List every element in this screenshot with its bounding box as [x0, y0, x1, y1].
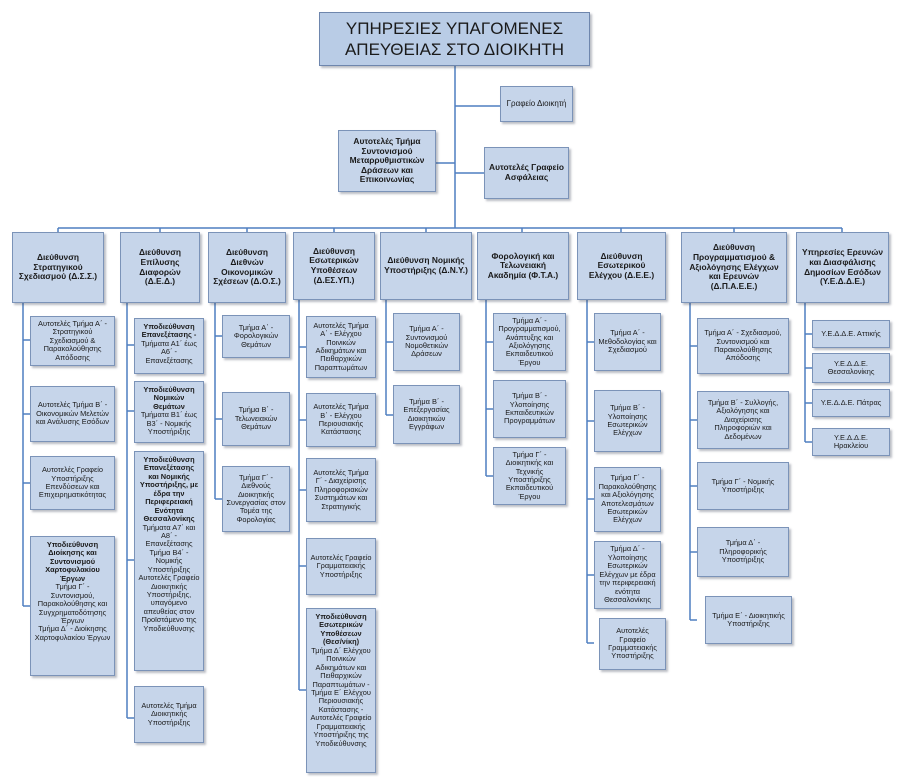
unit-yedde-heraklion: Υ.Ε.Δ.Δ.Ε. Ηρακλείου: [812, 428, 890, 456]
unit-desyp-thess-e: Τμήμα Ε΄ Ελέγχου Περιουσιακής Κατάστασης…: [311, 687, 371, 714]
unit-dpaee-d: Τμήμα Δ΄ - Πληροφορικής Υποστήριξης: [697, 527, 789, 577]
unit-dss-subdirectorate: Υποδιεύθυνση Διοίκησης και Συντονισμού Χ…: [30, 536, 115, 676]
unit-ded-thessaloniki: Υποδιεύθυνση Επανεξέτασης και Νομικής Υπ…: [134, 451, 204, 671]
directorate-internal-audit: Διεύθυνση Εσωτερικού Ελέγχου (Δ.Ε.Ε.): [577, 232, 666, 300]
unit-desyp-thessaloniki: Υποδιεύθυνση Εσωτερικών Υποθέσεων (Θεσ/ν…: [306, 608, 376, 773]
revenue-investigation-services: Υπηρεσίες Ερευνών και Διασφάλισης Δημοσί…: [796, 232, 889, 303]
directorate-internal-affairs: Διεύθυνση Εσωτερικών Υποθέσεων (Δ.ΕΣ.ΥΠ.…: [293, 232, 375, 300]
unit-yedde-attica: Υ.Ε.Δ.Δ.Ε. Αττικής: [812, 320, 890, 348]
unit-dee-b: Τμήμα Β΄ - Υλοποίησης Εσωτερικών Ελέγχων: [594, 390, 661, 452]
unit-yedde-patras: Υ.Ε.Δ.Δ.Ε. Πάτρας: [812, 389, 890, 417]
directorate-strategic-planning: Διεύθυνση Στρατηγικού Σχεδιασμού (Δ.Σ.Σ.…: [12, 232, 104, 303]
tax-customs-academy: Φορολογική και Τελωνειακή Ακαδημία (Φ.Τ.…: [477, 232, 569, 300]
unit-dee-d: Τμήμα Δ΄ - Υλοποίησης Εσωτερικών Ελέγχων…: [594, 541, 661, 609]
unit-desyp-thess-title: Υποδιεύθυνση Εσωτερικών Υποθέσεων (Θεσ/ν…: [315, 612, 367, 647]
unit-dos-a: Τμήμα Α΄ - Φορολογικών Θεμάτων: [222, 315, 290, 358]
unit-ded-legal: Υποδιεύθυνση Νομικών Θεμάτων Τμήματα Β1΄…: [134, 381, 204, 443]
unit-dee-office: Αυτοτελές Γραφείο Γραμματειακής Υποστήρι…: [599, 618, 666, 670]
unit-ded-review: Υποδιεύθυνση Επανεξέτασης - Τμήματα Α1΄ …: [134, 318, 204, 374]
unit-dss-sub-title: Υποδιεύθυνση Διοίκησης και Συντονισμού Χ…: [45, 540, 100, 583]
unit-yedde-thessaloniki: Υ.Ε.Δ.Δ.Ε. Θεσσαλονίκης: [812, 353, 890, 383]
unit-dss-a: Αυτοτελές Τμήμα Α΄ - Στρατηγικού Σχεδιασ…: [30, 316, 115, 366]
directorate-audit-planning: Διεύθυνση Προγραμματισμού & Αξιολόγησης …: [681, 232, 787, 303]
unit-ded-thess-b: Τμήμα Β4΄ - Νομικής Υποστήριξης: [147, 547, 191, 574]
unit-dss-sub-c: Τμήμα Γ΄ - Συντονισμού, Παρακολούθησης κ…: [37, 582, 108, 625]
unit-desyp-a: Αυτοτελές Τμήμα Α΄ - Ελέγχου Ποινικών Αδ…: [306, 316, 376, 378]
unit-desyp-b: Αυτοτελές Τμήμα Β΄ - Ελέγχου Περιουσιακή…: [306, 393, 376, 447]
unit-fta-c: Τμήμα Γ΄ - Διοικητικής και Τεχνικής Υποσ…: [493, 447, 566, 505]
unit-dee-c: Τμήμα Γ΄ - Παρακολούθησης και Αξιολόγηση…: [594, 467, 661, 532]
unit-dny-b: Τμήμα Β΄ - Επεξεργασίας Διοικητικών Εγγρ…: [393, 385, 460, 444]
unit-dss-sub-d: Τμήμα Δ΄ - Διοίκησης Χαρτοφυλακίου Έργων: [34, 624, 111, 642]
unit-ded-thess-title: Υποδιεύθυνση Επανεξέτασης και Νομικής Υπ…: [139, 455, 199, 524]
unit-dos-c: Τμήμα Γ΄ - Διεθνούς Διοικητικής Συνεργασ…: [222, 466, 290, 532]
unit-desyp-office: Αυτοτελές Γραφείο Γραμματειακής Υποστήρι…: [306, 538, 376, 595]
top-governor-services: ΥΠΗΡΕΣΙΕΣ ΥΠΑΓΟΜΕΝΕΣ ΑΠΕΥΘΕΙΑΣ ΣΤΟ ΔΙΟΙΚ…: [319, 12, 590, 66]
unit-ded-legal-title: Υποδιεύθυνση Νομικών Θεμάτων: [143, 385, 195, 411]
unit-fta-b: Τμήμα Β΄ - Υλοποίησης Εκπαιδευτικών Προγ…: [493, 380, 566, 438]
unit-ded-review-depts: Τμήματα Α1΄ έως Α6΄ - Επανεξέτασης: [141, 338, 197, 365]
unit-dos-b: Τμήμα Β΄ - Τελωνειακών Θεμάτων: [222, 392, 290, 446]
reform-coordination-unit: Αυτοτελές Τμήμα Συντονισμού Μεταρρυθμιστ…: [338, 130, 436, 192]
unit-ded-thess-a: Τμήματα Α7΄ και Α8΄ - Επανεξέτασης: [142, 522, 196, 549]
unit-dpaee-e: Τμήμα Ε΄ - Διοικητικής Υποστήριξης: [705, 596, 792, 644]
directorate-dispute-resolution: Διεύθυνση Επίλυσης Διαφορών (Δ.Ε.Δ.): [120, 232, 200, 303]
unit-ded-review-title: Υποδιεύθυνση Επανεξέτασης -: [141, 322, 197, 340]
unit-dee-a: Τμήμα Α΄ - Μεθοδολογίας και Σχεδιασμού: [594, 313, 661, 371]
unit-desyp-thess-office: Αυτοτελές Γραφείο Γραμματειακής Υποστήρι…: [310, 713, 372, 748]
unit-dpaee-b: Τμήμα Β΄ - Συλλογής, Αξιολόγησης και Δια…: [697, 391, 789, 449]
unit-ded-thess-office: Αυτοτελές Γραφείο Διοικητικής Υποστήριξη…: [138, 573, 200, 633]
directorate-international-relations: Διεύθυνση Διεθνών Οικονομικών Σχέσεων (Δ…: [208, 232, 286, 303]
unit-desyp-thess-d: Τμήμα Δ΄ Ελέγχου Ποινικών Αδικημάτων και…: [311, 645, 371, 689]
unit-fta-a: Τμήμα Α΄ - Προγραμματισμού, Ανάπτυξης κα…: [493, 313, 566, 371]
office-of-governor: Γραφείο Διοικητή: [500, 86, 573, 122]
unit-desyp-c: Αυτοτελές Τμήμα Γ΄ - Διαχείρισης Πληροφο…: [306, 458, 376, 522]
unit-dss-b: Αυτοτελές Τμήμα Β΄ - Οικονομικών Μελετών…: [30, 386, 115, 442]
unit-dpaee-c: Τμήμα Γ΄ - Νομικής Υποστήριξης: [697, 462, 789, 510]
unit-dpaee-a: Τμήμα Α΄ - Σχεδιασμού, Συντονισμού και Π…: [697, 318, 789, 374]
security-office: Αυτοτελές Γραφείο Ασφάλειας: [484, 147, 569, 199]
unit-ded-legal-depts: Τμήματα Β1΄ έως Β3΄ - Νομικής Υποστήριξη…: [140, 410, 198, 437]
unit-ded-admin: Αυτοτελές Τμήμα Διοικητικής Υποστήριξης: [134, 686, 204, 743]
unit-dss-office: Αυτοτελές Γραφείο Υποστήριξης Επενδύσεων…: [30, 456, 115, 510]
directorate-legal-support: Διεύθυνση Νομικής Υποστήριξης (Δ.Ν.Υ.): [380, 232, 472, 300]
unit-dny-a: Τμήμα Α΄ - Συντονισμού Νομοθετικών Δράσε…: [393, 313, 460, 371]
